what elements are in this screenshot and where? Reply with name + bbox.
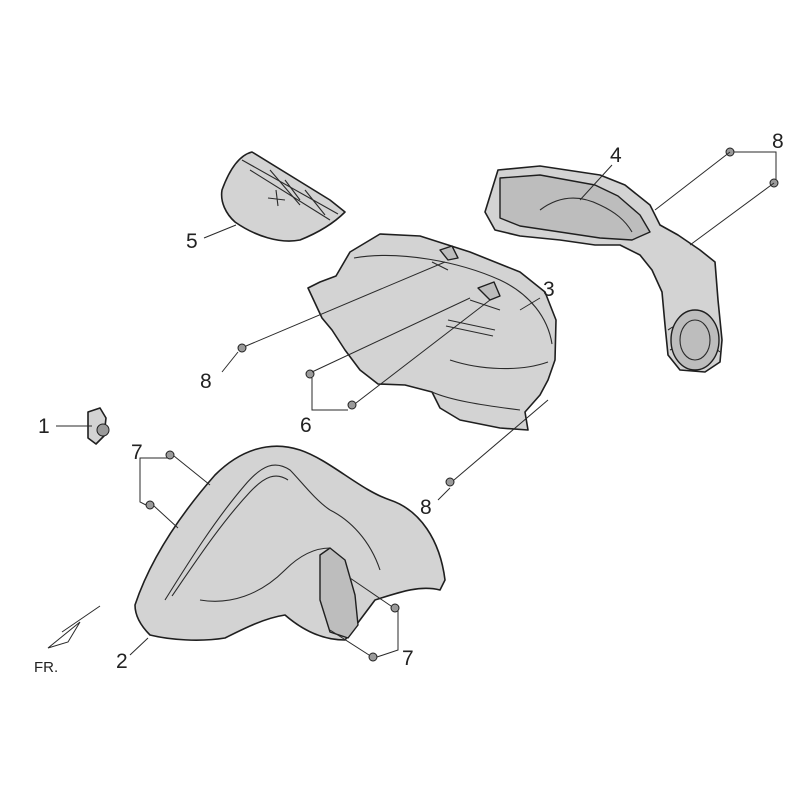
label-part-8-lower: 8	[420, 496, 432, 519]
label-part-7-right: 7	[402, 647, 414, 670]
bolt-7-a	[165, 450, 175, 460]
part-1-clip	[87, 407, 110, 445]
leader-lines	[56, 151, 777, 658]
part-4-duct-bracket	[484, 165, 723, 373]
part-3-inner-cover	[307, 233, 557, 431]
label-part-2: 2	[116, 650, 128, 673]
label-part-1: 1	[38, 415, 50, 438]
part-5-cover	[220, 151, 346, 242]
label-part-8-top: 8	[772, 130, 784, 153]
part-labels: 5 4 8 3 8 6 8 1 7 7 2	[38, 130, 784, 673]
bolt-7-d	[368, 652, 378, 662]
part-2-front-fender	[134, 445, 446, 641]
bolt-6-b	[347, 400, 357, 410]
label-part-5: 5	[186, 230, 198, 253]
label-part-8-left: 8	[200, 370, 212, 393]
label-part-6: 6	[300, 414, 312, 437]
bolt-7-b	[145, 500, 155, 510]
label-part-7-left: 7	[131, 441, 143, 464]
front-direction-marker: FR.	[34, 605, 101, 676]
label-part-4: 4	[610, 144, 622, 167]
bolt-8-left	[237, 343, 247, 353]
front-label: FR.	[34, 659, 58, 676]
label-part-3: 3	[543, 278, 555, 301]
bolt-7-c	[390, 603, 400, 613]
bolt-8-lower	[445, 477, 455, 487]
